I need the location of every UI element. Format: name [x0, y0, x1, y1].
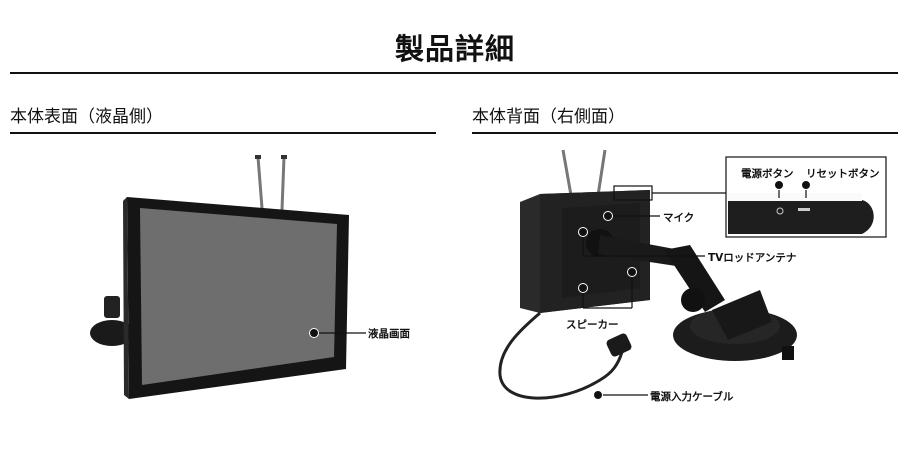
screen-marker: [309, 328, 319, 338]
back-mount-arm: [586, 229, 725, 312]
power-button-label: 電源ボタン: [741, 168, 794, 180]
speaker-marker-1: [578, 283, 588, 293]
antenna-marker: [578, 227, 588, 237]
reset-button-marker: [801, 180, 811, 190]
front-monitor-body: [123, 197, 349, 399]
front-section-divider: [10, 132, 436, 134]
power-cable-marker: [593, 390, 603, 400]
back-section-divider: [472, 132, 898, 134]
power-cable: [498, 311, 632, 400]
antenna-label: TVロッドアンテナ: [708, 252, 797, 264]
front-suction-mount: [90, 296, 134, 346]
mic-label: マイク: [663, 212, 695, 224]
front-section-heading: 本体表面（液晶側）: [10, 107, 163, 127]
screen-label: 液晶画面: [368, 328, 410, 340]
power-cable-label: 電源入力ケーブル: [650, 391, 734, 403]
front-antenna: [255, 155, 287, 211]
mic-marker: [603, 211, 613, 221]
back-section-heading: 本体背面（右側面）: [472, 107, 625, 127]
power-button-marker: [774, 180, 784, 190]
speaker-label: スピーカー: [566, 319, 619, 331]
title-divider: [10, 72, 898, 74]
page-title: 製品詳細: [394, 32, 515, 66]
button-panel-inset: [728, 193, 874, 234]
reset-button-label: リセットボタン: [806, 168, 880, 180]
back-suction-cup: [673, 290, 797, 361]
speaker-marker-2: [627, 267, 637, 277]
